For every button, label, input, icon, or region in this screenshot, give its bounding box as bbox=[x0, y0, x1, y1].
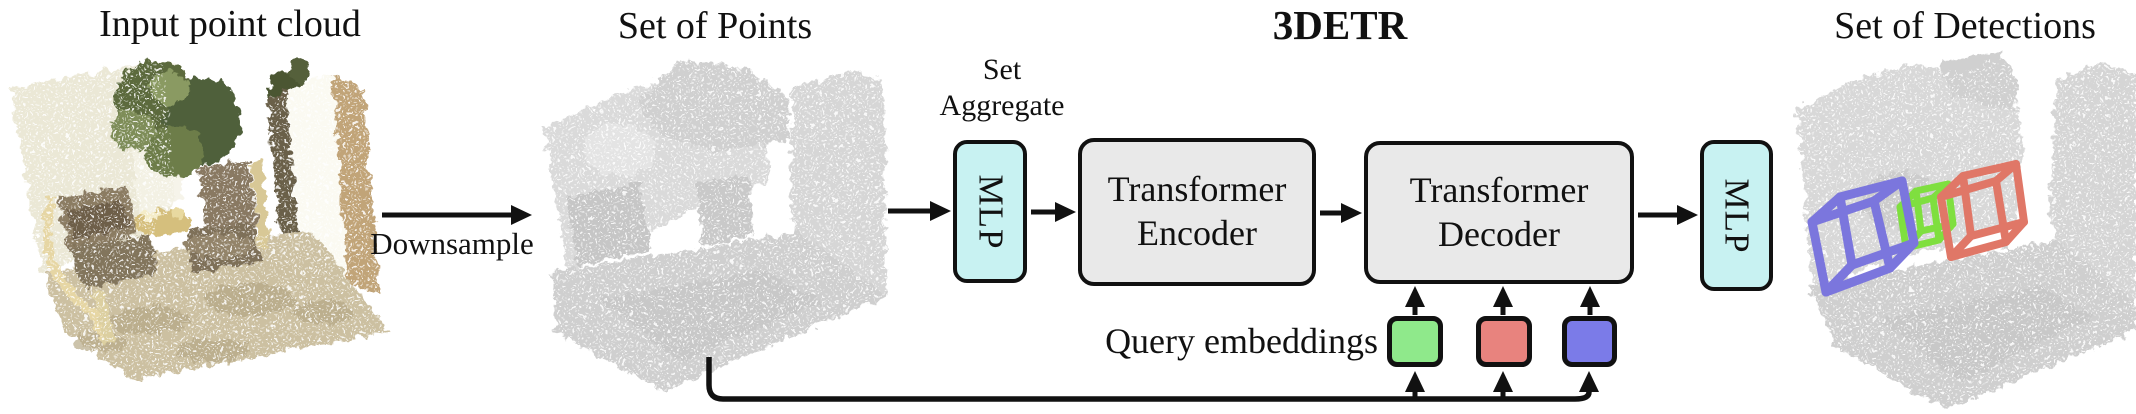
transformer-decoder-block: Transformer Decoder bbox=[1364, 141, 1634, 284]
wireframe-box-red bbox=[1937, 160, 2028, 261]
query-embedding-box-green bbox=[1387, 316, 1443, 367]
set-of-detections-title: Set of Detections bbox=[1834, 5, 2096, 47]
mlp-input-label: MLP bbox=[971, 174, 1010, 249]
model-title: 3DETR bbox=[1272, 2, 1408, 48]
decoder-label-line1: Transformer bbox=[1409, 169, 1589, 210]
query-embeddings-label: Query embeddings bbox=[1105, 321, 1378, 361]
set-of-points-title: Set of Points bbox=[617, 5, 813, 47]
encoder-label-line1: Transformer bbox=[1107, 169, 1287, 210]
mlp-input-block: MLP bbox=[953, 140, 1027, 283]
input-point-cloud-title: Input point cloud bbox=[99, 3, 361, 45]
input-point-cloud-image bbox=[10, 57, 390, 380]
query-embedding-box-blue bbox=[1562, 316, 1617, 367]
downsample-label: Downsample bbox=[370, 226, 534, 261]
encoder-label-line2: Encoder bbox=[1137, 213, 1257, 253]
set-aggregate-line2: Aggregate bbox=[939, 89, 1065, 122]
skip-connection-line bbox=[706, 357, 1599, 402]
mlp-output-label: MLP bbox=[1717, 178, 1757, 253]
mlp-output-block: MLP bbox=[1700, 140, 1773, 291]
query-embedding-box-red bbox=[1476, 316, 1532, 367]
decoder-label-line2: Decoder bbox=[1438, 213, 1560, 254]
set-aggregate-line1: Set bbox=[982, 53, 1022, 86]
transformer-encoder-block: Transformer Encoder bbox=[1078, 138, 1316, 286]
wireframe-box-blue bbox=[1807, 176, 1919, 297]
set-of-points-image bbox=[543, 60, 886, 392]
set-aggregate-label: Set Aggregate bbox=[940, 52, 1065, 124]
